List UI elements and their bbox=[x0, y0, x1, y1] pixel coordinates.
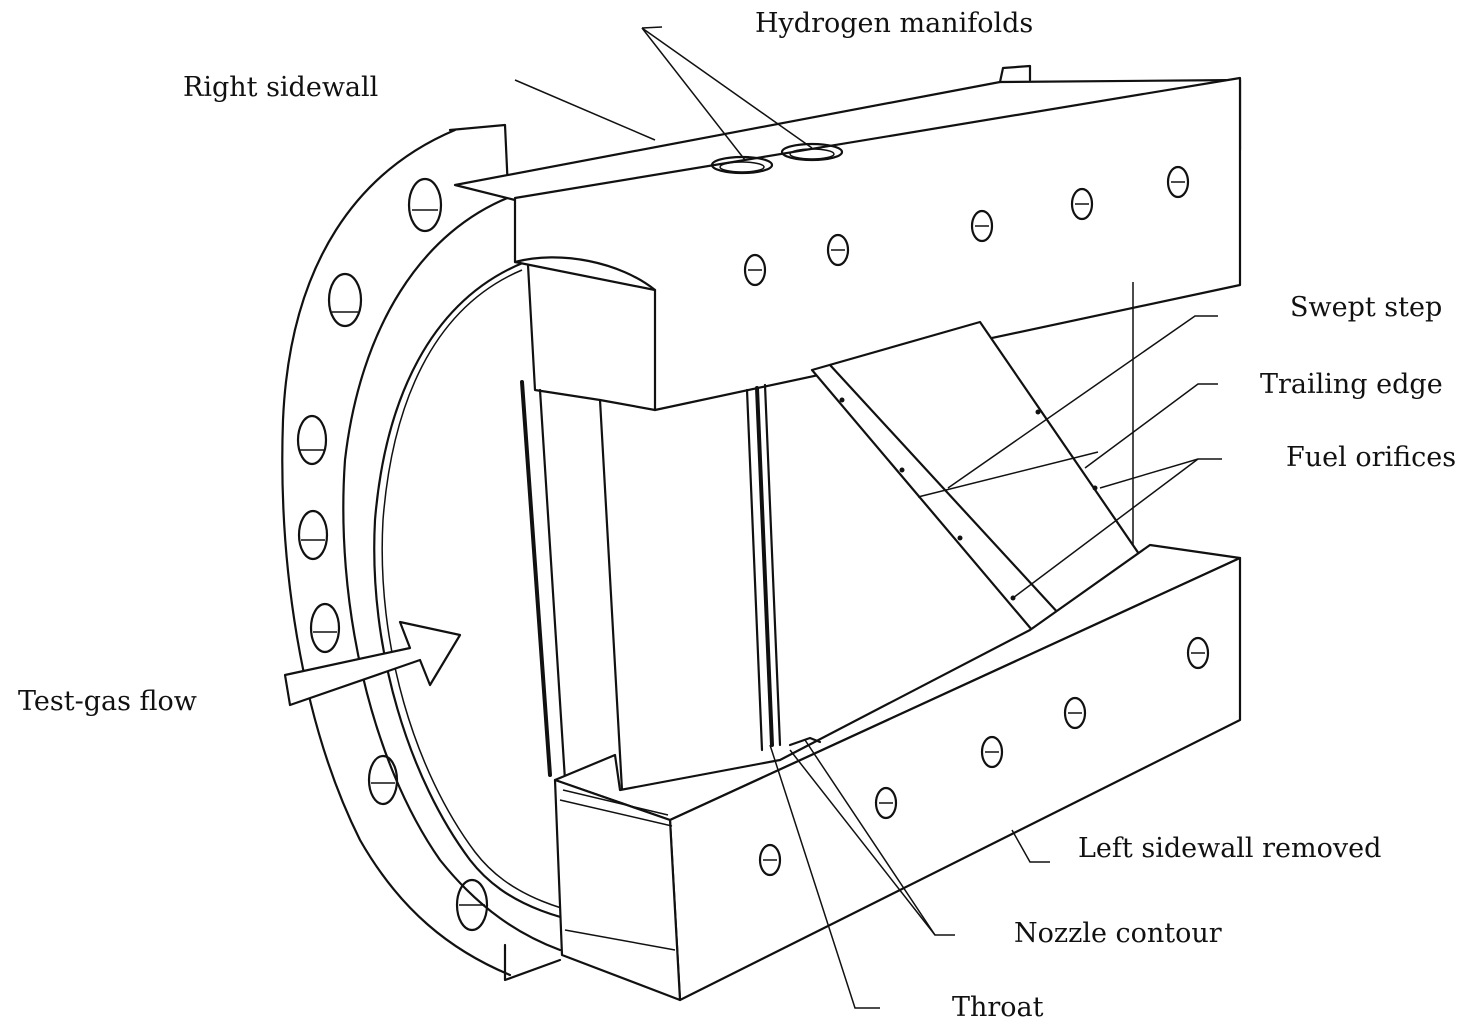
channel-interior bbox=[520, 282, 1152, 792]
flange-bottom-tab bbox=[503, 943, 562, 982]
flange-bolt-holes bbox=[296, 177, 489, 932]
test-gas-flow-arrow bbox=[283, 620, 462, 707]
leader-lines bbox=[514, 26, 1222, 1009]
label-left-sidewall-removed: Left sidewall removed bbox=[1078, 833, 1382, 864]
flange-top-tab bbox=[448, 123, 510, 192]
label-trailing-edge: Trailing edge bbox=[1260, 369, 1443, 400]
flange-opening-edge bbox=[373, 260, 667, 937]
label-nozzle-contour: Nozzle contour bbox=[1014, 918, 1222, 949]
flange-inner-edge bbox=[342, 193, 562, 952]
lower-block-bolts bbox=[758, 636, 1210, 877]
flange bbox=[281, 123, 667, 982]
lower-block bbox=[553, 543, 1242, 1002]
upper-block-bolts bbox=[743, 165, 1190, 287]
label-hydrogen-manifolds: Hydrogen manifolds bbox=[755, 8, 1034, 39]
upper-block bbox=[453, 64, 1242, 412]
label-fuel-orifices: Fuel orifices bbox=[1286, 442, 1457, 473]
flange-outer-edge bbox=[281, 128, 512, 977]
label-swept-step: Swept step bbox=[1290, 292, 1443, 323]
label-right-sidewall: Right sidewall bbox=[183, 72, 379, 103]
label-test-gas-flow: Test-gas flow bbox=[18, 686, 197, 717]
label-throat: Throat bbox=[952, 992, 1044, 1023]
